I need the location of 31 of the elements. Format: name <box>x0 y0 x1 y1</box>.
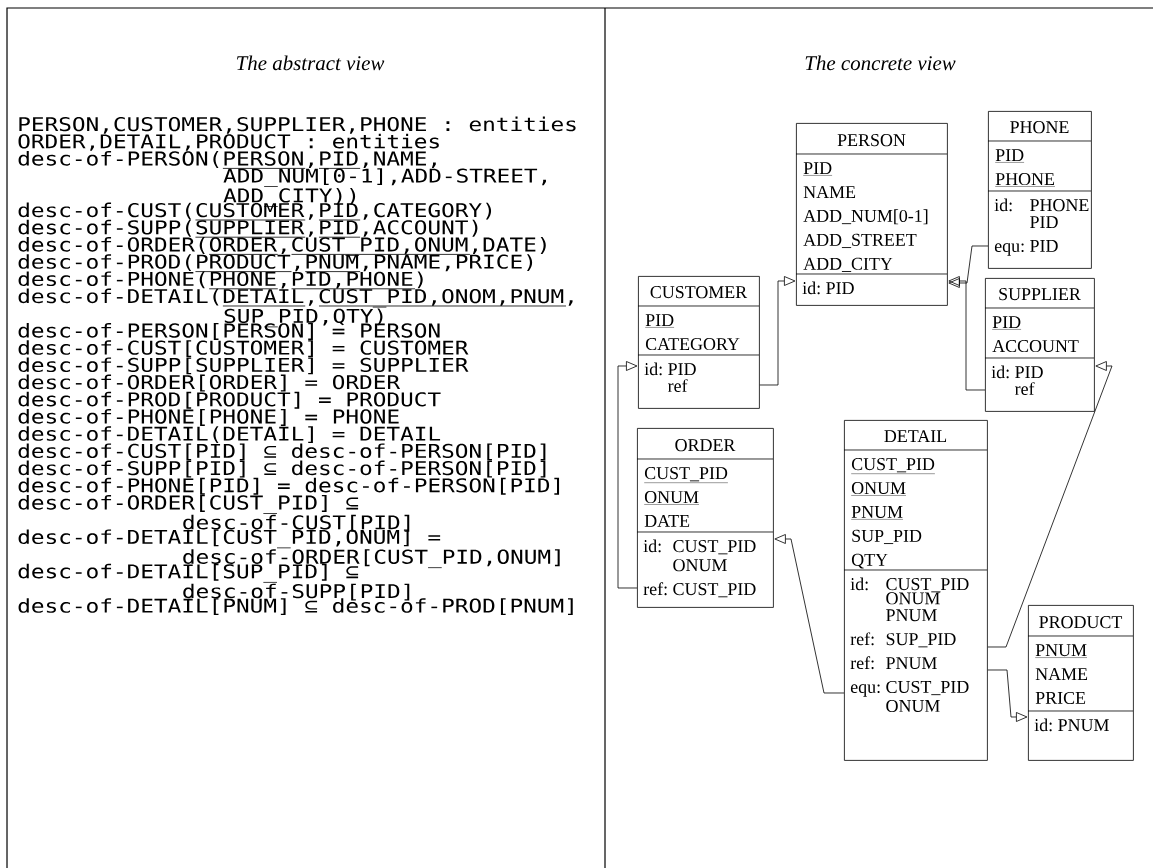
reference-arrow <box>987 669 1028 722</box>
reference-arrow <box>948 276 986 391</box>
code-statement: desc-of-PROD[PRODUCT] = PRODUCT <box>18 391 441 409</box>
entity-box: DETAIL CUST_PID ONUM PNUM SUP_PID QTY id: CUST_PID ONUM PNUM ref: SUP_PID ref: PNUM equ: CUST_PID ONUM <box>843 420 988 761</box>
entity-box: PHONE PID PHONE id: PHONE PID equ: PID <box>987 111 1092 269</box>
code-statement: ORDER,DETAIL,PRODUCT : entities <box>18 133 439 151</box>
code-statement: desc-of-ORDER(ORDER,CUST_PID,ONUM,DATE) <box>18 237 546 256</box>
code-statement: PERSON,CUSTOMER,SUPPLIER,PHONE : entities <box>19 116 576 134</box>
code-statement: desc-of-PROD(PRODUCT,PNUM,PNAME,PRICE) <box>18 254 533 272</box>
reference-arrow <box>759 276 796 386</box>
reference-arrow <box>948 245 989 288</box>
entity-box: SUPPLIER PID ACCOUNT id: PID ref <box>984 278 1095 412</box>
code-statement: desc-of-CUST[CUSTOMER] = CUSTOMER <box>18 340 469 358</box>
code-statement: desc-of-PHONE(PHONE,PID,PHONE) <box>18 271 423 290</box>
code-statement: desc-of-SUPP(SUPPLIER,PID,ACCOUNT) <box>18 219 478 238</box>
reference-arrow <box>774 534 845 694</box>
code-statement: desc-of-SUPP[PID] ⊆ desc-of-PERSON[PID] <box>18 460 546 478</box>
code-statement: desc-of-PHONE[PHONE] = PHONE <box>18 409 399 426</box>
code-statement: desc-of-DETAIL(DETAIL] = DETAIL <box>18 426 441 444</box>
entity-box: PRODUCT PNUM NAME PRICE id: PNUM <box>1027 605 1134 761</box>
code-statement: desc-of-CUST[PID] ⊆ desc-of-PERSON[PID] <box>18 443 546 461</box>
reference-arrow <box>987 361 1113 648</box>
reference-arrow <box>617 361 638 589</box>
code-statement: desc-of-PHONE[PID] = desc-of-PERSON[PID] <box>18 477 560 495</box>
entity-box: PERSON PID NAME ADD_NUM[0-1] ADD_STREET ADD_CITY id: PID <box>795 123 948 306</box>
entity-box: ORDER CUST_PID ONUM DATE id: CUST_PID ONUM ref: CUST_PID <box>636 428 774 608</box>
code-statement: desc-of-SUPP[SUPPLIER] = SUPPLIER <box>18 357 469 375</box>
panel-title: The concrete view <box>805 55 956 71</box>
panel-title: The abstract view <box>237 55 385 71</box>
entity-box: CUSTOMER PID CATEGORY id: PID ref <box>637 276 760 409</box>
code-statement: desc-of-ORDER[ORDER] = ORDER <box>18 374 401 392</box>
